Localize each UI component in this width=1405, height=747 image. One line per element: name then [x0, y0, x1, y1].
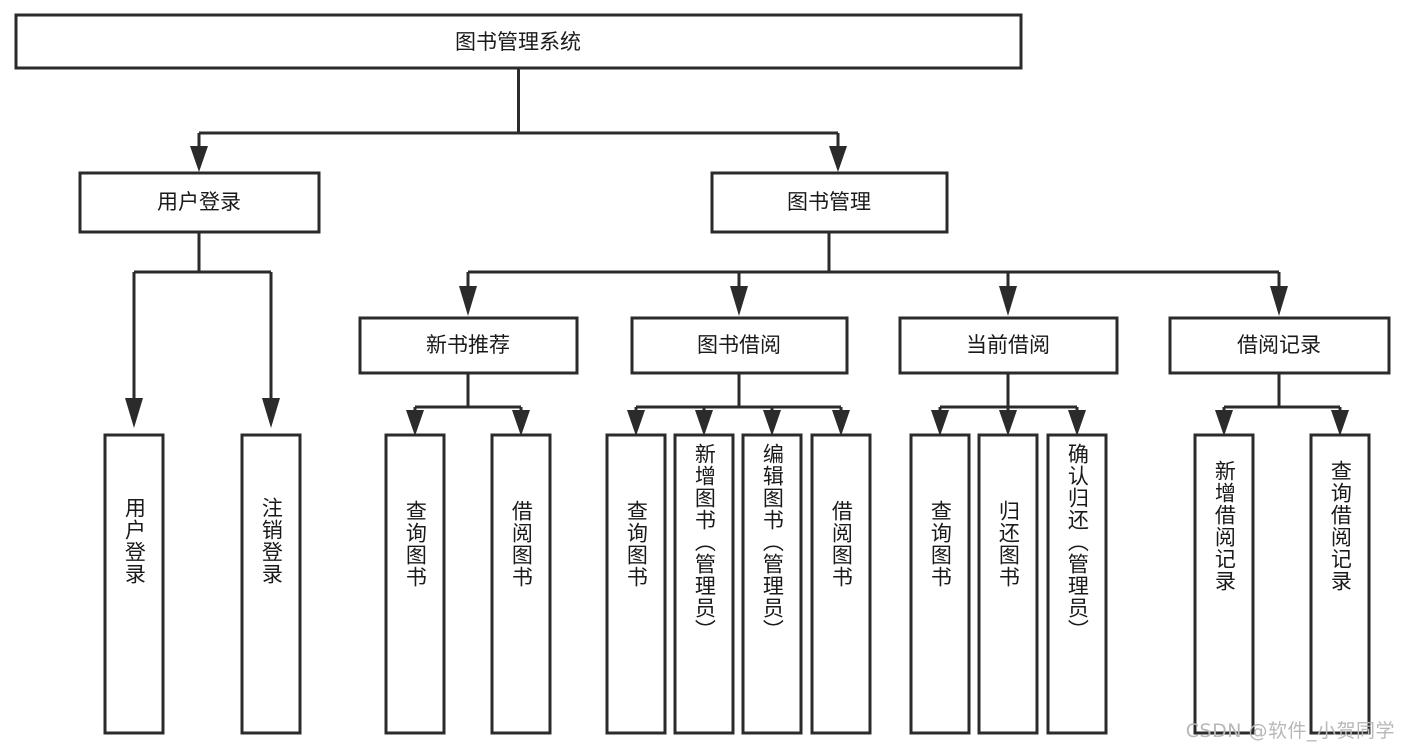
- node-new-book-recommend-box[interactable]: [358, 316, 579, 375]
- arrow-head-leaf-user-login: [125, 398, 143, 428]
- arrow-head-current-borrow: [999, 286, 1017, 316]
- leaf-box-return-book[interactable]: [977, 433, 1039, 735]
- node-book-borrow[interactable]: 图书借阅: [630, 316, 849, 375]
- leaf-box-logout-login[interactable]: [240, 433, 302, 735]
- leaf-box-borrow-book-1[interactable]: [490, 433, 552, 735]
- node-current-borrow-label: 当前借阅: [966, 333, 1050, 357]
- node-user-login-label: 用户登录: [157, 190, 241, 214]
- leaf-box-confirm-return[interactable]: [1046, 433, 1108, 735]
- node-book-borrow-label: 图书借阅: [697, 333, 781, 357]
- leaf-box-query-record[interactable]: [1309, 433, 1371, 735]
- leaf-box-user-login[interactable]: [103, 433, 165, 735]
- connector-group-user-login: [125, 232, 280, 428]
- node-borrow-record-box[interactable]: [1168, 316, 1391, 375]
- arrow-head-book-management: [829, 146, 847, 172]
- connector-group-book-borrow: [627, 373, 850, 436]
- arrow-head-user-login: [190, 146, 208, 172]
- node-borrow-record[interactable]: 借阅记录: [1168, 316, 1391, 375]
- node-root-box[interactable]: [14, 13, 1023, 70]
- node-user-login[interactable]: 用户登录: [78, 171, 321, 234]
- leaf-box-edit-book[interactable]: [741, 433, 803, 735]
- node-root[interactable]: 图书管理系统: [14, 13, 1023, 70]
- connector-group-borrow-record: [1215, 373, 1349, 436]
- arrow-head-new-book-recommend: [459, 286, 477, 316]
- node-user-login-box[interactable]: [78, 171, 321, 234]
- arrow-head-borrow-record: [1270, 286, 1288, 316]
- node-book-management-box[interactable]: [710, 171, 949, 234]
- arrow-head-book-borrow: [730, 286, 748, 316]
- connector-group-current-borrow: [931, 373, 1086, 436]
- node-root-label: 图书管理系统: [455, 30, 581, 54]
- arrow-head-leaf-borrow-book-1: [512, 410, 530, 436]
- arrow-head-leaf-add-record: [1215, 410, 1233, 436]
- node-book-borrow-box[interactable]: [630, 316, 849, 375]
- leaf-box-add-book[interactable]: [673, 433, 735, 735]
- arrow-head-leaf-return-book: [999, 410, 1017, 436]
- leaf-box-query-book-1[interactable]: [384, 433, 446, 735]
- arrow-head-leaf-confirm-return: [1068, 410, 1086, 436]
- node-new-book-recommend[interactable]: 新书推荐: [358, 316, 579, 375]
- node-current-borrow[interactable]: 当前借阅: [898, 316, 1119, 375]
- node-borrow-record-label: 借阅记录: [1237, 333, 1321, 357]
- csdn-watermark: CSDN @软件_小贺同学: [1185, 720, 1395, 742]
- leaf-box-query-book-2[interactable]: [605, 433, 667, 735]
- node-current-borrow-box[interactable]: [898, 316, 1119, 375]
- connector-group-book-management: [459, 232, 1288, 316]
- arrow-head-leaf-query-book-1: [406, 410, 424, 436]
- node-book-management-label: 图书管理: [787, 190, 871, 214]
- leaf-box-query-book-3[interactable]: [909, 433, 971, 735]
- arrow-head-leaf-logout-login: [262, 398, 280, 428]
- node-book-management[interactable]: 图书管理: [710, 171, 949, 234]
- arrow-head-leaf-query-book-2: [627, 410, 645, 436]
- arrow-head-leaf-edit-book: [763, 410, 781, 436]
- connector-group-root: [190, 68, 847, 172]
- connector-group-new-book-recommend: [406, 373, 530, 436]
- node-new-book-recommend-label: 新书推荐: [426, 333, 510, 357]
- arrow-head-leaf-add-book: [695, 410, 713, 436]
- arrow-head-leaf-query-record: [1331, 410, 1349, 436]
- leaf-box-add-record[interactable]: [1193, 433, 1255, 735]
- leaf-box-borrow-book-2[interactable]: [810, 433, 872, 735]
- arrow-head-leaf-borrow-book-2: [832, 410, 850, 436]
- arrow-head-leaf-query-book-3: [931, 410, 949, 436]
